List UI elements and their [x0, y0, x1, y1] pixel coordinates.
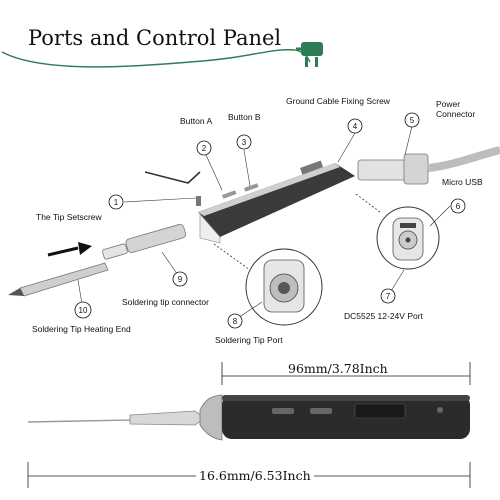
svg-text:8: 8 [233, 317, 238, 326]
label-micro-usb: Micro USB [442, 177, 483, 187]
callout-7: 7 [380, 288, 396, 304]
callout-9: 9 [172, 271, 188, 287]
label-tip-setscrew: The Tip Setscrew [36, 212, 102, 222]
svg-text:4: 4 [353, 122, 358, 131]
dimension-total-length: 16.6mm/6.53Inch [196, 468, 314, 483]
callout-leaders [77, 125, 451, 321]
callout-6: 6 [450, 198, 466, 214]
assembled-iron [27, 394, 470, 441]
callout-2: 2 [196, 140, 212, 156]
label-button-a: Button A [180, 116, 213, 126]
allen-key-icon [144, 171, 201, 184]
callout-3: 3 [236, 134, 252, 150]
micro-usb-detail [376, 206, 440, 270]
svg-text:9: 9 [178, 275, 183, 284]
tip-port-leader [213, 243, 251, 271]
plug-icon [1, 42, 323, 68]
callout-1: 1 [108, 194, 124, 210]
power-connector-plug [357, 146, 500, 185]
callout-4: 4 [347, 118, 363, 134]
svg-text:10: 10 [79, 306, 88, 315]
svg-text:6: 6 [456, 202, 461, 211]
usb-leader [355, 193, 381, 213]
dimension-body-length: 96mm/3.78Inch [288, 361, 388, 376]
svg-text:3: 3 [242, 138, 247, 147]
label-ground-screw: Ground Cable Fixing Screw [286, 96, 390, 106]
callout-10: 10 [74, 301, 92, 319]
label-dc-port: DC5525 12-24V Port [344, 311, 423, 321]
label-tip-port: Soldering Tip Port [215, 335, 283, 345]
label-power-connector-line1: Power [436, 99, 461, 109]
label-power-connector-line2: Connector [436, 109, 476, 119]
svg-text:2: 2 [202, 144, 207, 153]
insert-arrow-icon [47, 242, 92, 257]
tip-port-detail [245, 248, 323, 326]
page-title: Ports and Control Panel [28, 26, 282, 50]
iron-body-exploded [198, 160, 355, 244]
label-button-b: Button B [228, 112, 261, 122]
label-tip-connector: Soldering tip connector [122, 297, 209, 307]
callout-5: 5 [404, 112, 420, 128]
svg-text:1: 1 [114, 198, 119, 207]
callout-8: 8 [227, 313, 243, 329]
tip-connector [102, 224, 186, 260]
setscrew-icon [196, 196, 201, 206]
svg-text:7: 7 [386, 292, 391, 301]
label-heating-end: Soldering Tip Heating End [32, 324, 131, 334]
tip-heating-end [8, 262, 109, 297]
svg-text:5: 5 [410, 116, 415, 125]
